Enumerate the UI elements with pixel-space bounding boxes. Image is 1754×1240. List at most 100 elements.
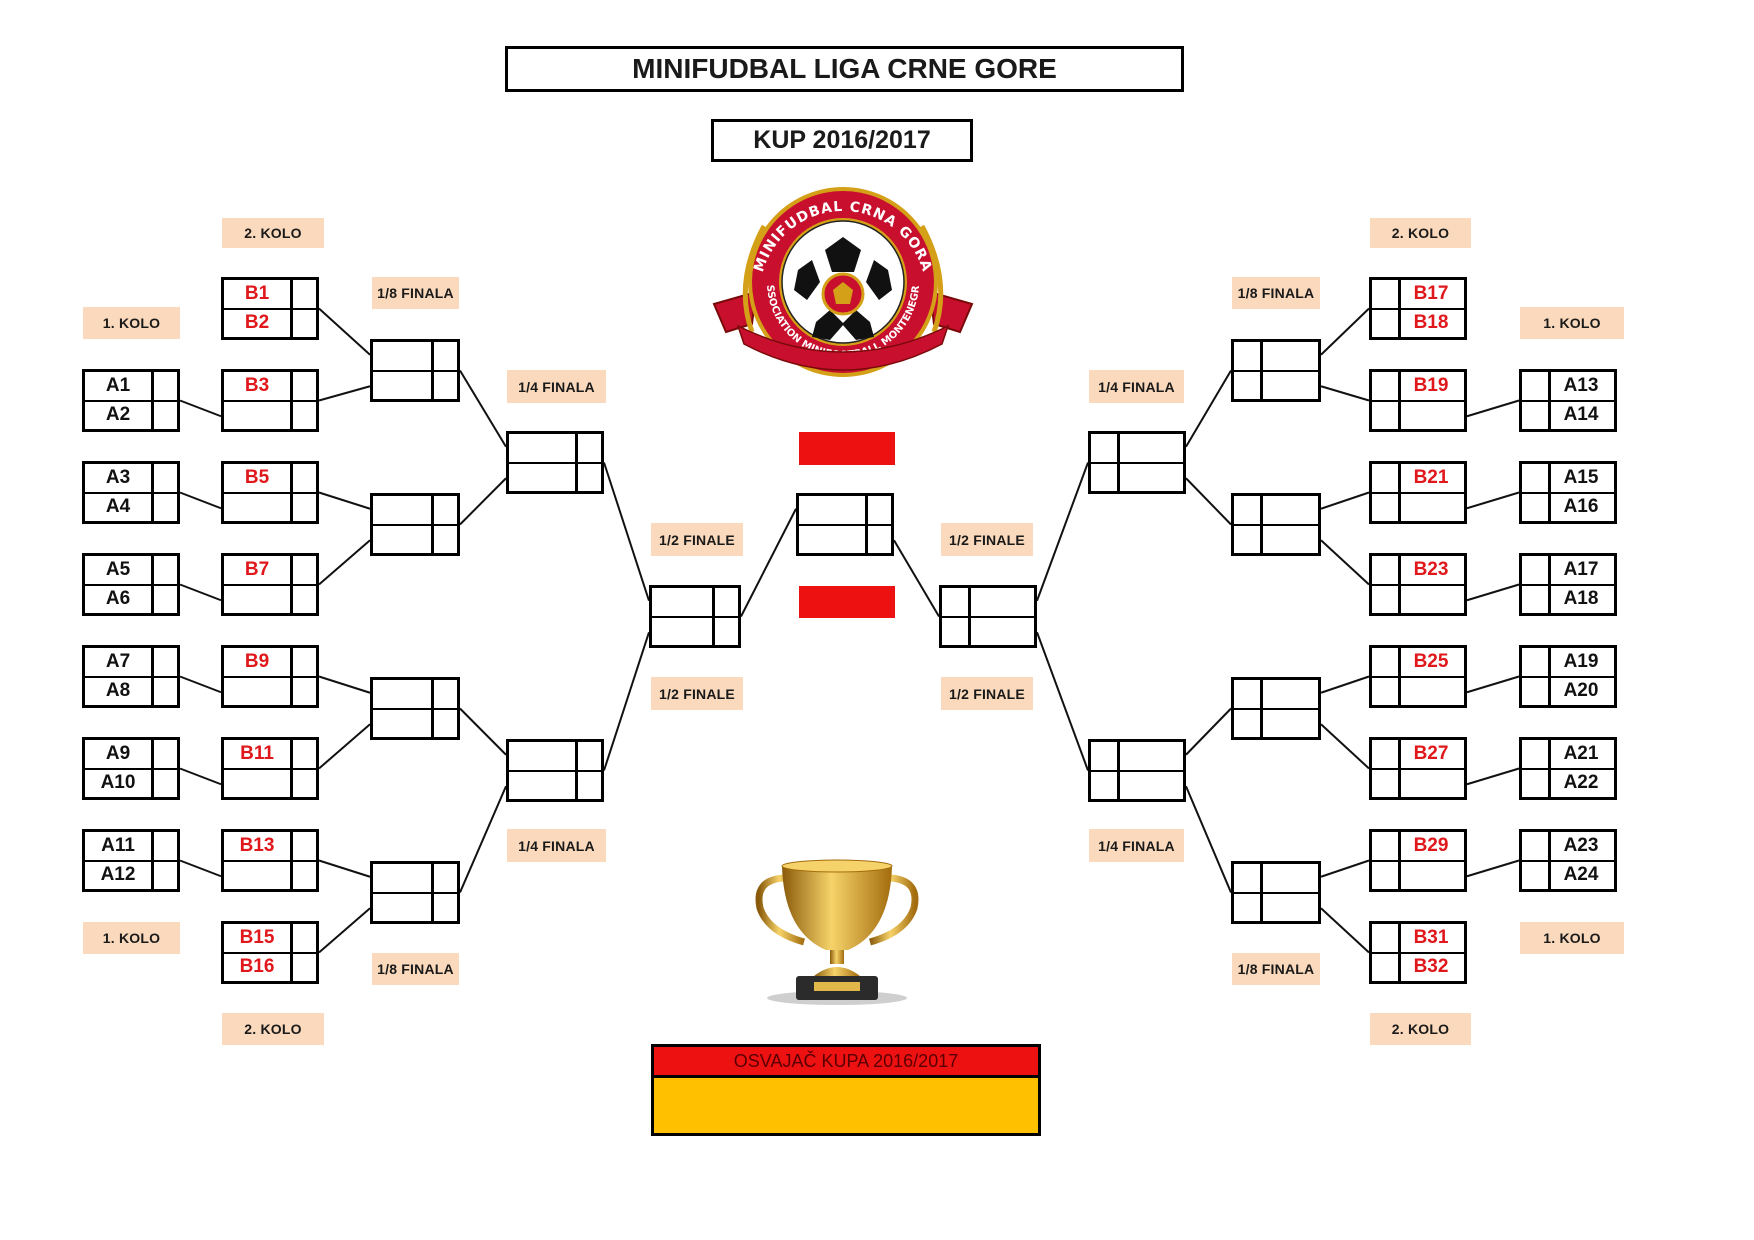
- round-label-finale: [799, 586, 895, 618]
- connector-line: [318, 723, 371, 770]
- cup-winner-field[interactable]: [654, 1078, 1038, 1133]
- slot-row: [1234, 342, 1318, 371]
- slot-row: [799, 496, 891, 525]
- team-name: [1260, 864, 1318, 892]
- right-round2-match[interactable]: B19: [1369, 369, 1467, 432]
- left-round2-match[interactable]: B9: [221, 645, 319, 708]
- connector-line: [179, 859, 222, 878]
- left-round16-match[interactable]: [370, 493, 460, 556]
- right-round2-match[interactable]: B23: [1369, 553, 1467, 616]
- cup-season-title: KUP 2016/2017: [711, 119, 973, 162]
- left-round2-match[interactable]: B3: [221, 369, 319, 432]
- slot-row: A19: [1522, 648, 1614, 677]
- score-divider: [1398, 280, 1401, 337]
- connector-line: [603, 631, 650, 771]
- team-name: A3: [105, 466, 131, 488]
- score-divider: [1260, 342, 1263, 399]
- team-name: A15: [1563, 466, 1599, 488]
- team-name: A13: [1563, 374, 1599, 396]
- connector-line: [318, 675, 371, 694]
- team-name: A23: [1563, 834, 1599, 856]
- slot-row: A17: [1522, 556, 1614, 585]
- score-divider: [1548, 740, 1551, 797]
- score-divider: [1260, 496, 1263, 553]
- right-round16-match[interactable]: [1231, 861, 1321, 924]
- left-round16-match[interactable]: [370, 339, 460, 402]
- slot-row: A21: [1522, 740, 1614, 769]
- left-quarterfinal-match[interactable]: [506, 431, 604, 494]
- connector-line: [1185, 785, 1232, 893]
- team-name: [1260, 710, 1318, 738]
- slot-row: [1234, 892, 1318, 922]
- right-round16-match[interactable]: [1231, 493, 1321, 556]
- right-quarterfinal-match[interactable]: [1088, 431, 1186, 494]
- score-divider: [431, 864, 434, 921]
- score-divider: [1117, 742, 1120, 799]
- slot-row: [509, 770, 601, 800]
- left-round16-match[interactable]: [370, 677, 460, 740]
- slot-row: [373, 864, 457, 893]
- connector-line: [1466, 583, 1520, 602]
- slot-row: A10: [85, 768, 177, 798]
- score-divider: [1398, 648, 1401, 705]
- left-round2-match[interactable]: B5: [221, 461, 319, 524]
- team-name: [1398, 770, 1464, 798]
- round-label-semi: 1/2 FINALE: [651, 523, 743, 556]
- score-divider: [1260, 680, 1263, 737]
- right-round2-match[interactable]: B21: [1369, 461, 1467, 524]
- team-name: B1: [244, 282, 270, 304]
- slot-row: [509, 462, 601, 492]
- round-label-quarter: 1/4 FINALA: [507, 829, 606, 862]
- right-round2-match[interactable]: B25: [1369, 645, 1467, 708]
- team-name: [509, 772, 575, 800]
- team-name: B25: [1413, 650, 1449, 672]
- connector-line: [318, 491, 371, 510]
- left-semifinal-match[interactable]: [649, 585, 741, 648]
- team-name: A19: [1563, 650, 1599, 672]
- team-name: B11: [240, 742, 274, 764]
- team-name: B18: [1413, 312, 1449, 334]
- score-divider: [1398, 924, 1401, 981]
- slot-row: [652, 588, 738, 617]
- team-name: B17: [1413, 282, 1449, 304]
- team-name: A14: [1563, 404, 1599, 426]
- right-round2-match[interactable]: B29: [1369, 829, 1467, 892]
- left-round2-match[interactable]: B11: [221, 737, 319, 800]
- left-quarterfinal-match[interactable]: [506, 739, 604, 802]
- team-name: B19: [1413, 374, 1449, 396]
- right-round2-match[interactable]: B27: [1369, 737, 1467, 800]
- right-quarterfinal-match[interactable]: [1088, 739, 1186, 802]
- final-match[interactable]: [796, 493, 894, 556]
- team-name: [652, 588, 712, 616]
- connector-line: [179, 675, 222, 694]
- right-round16-match[interactable]: [1231, 677, 1321, 740]
- connector-line: [179, 399, 222, 418]
- team-name: B32: [1413, 956, 1449, 978]
- round-label-semi: 1/2 FINALE: [941, 523, 1033, 556]
- left-round2-match[interactable]: B7: [221, 553, 319, 616]
- slot-row: A9: [85, 740, 177, 769]
- left-round16-match[interactable]: [370, 861, 460, 924]
- right-semifinal-match[interactable]: [939, 585, 1037, 648]
- score-divider: [968, 588, 971, 645]
- round-label-round16: 1/8 FINALA: [372, 277, 459, 309]
- left-round2-match[interactable]: B13: [221, 829, 319, 892]
- right-round16-match[interactable]: [1231, 339, 1321, 402]
